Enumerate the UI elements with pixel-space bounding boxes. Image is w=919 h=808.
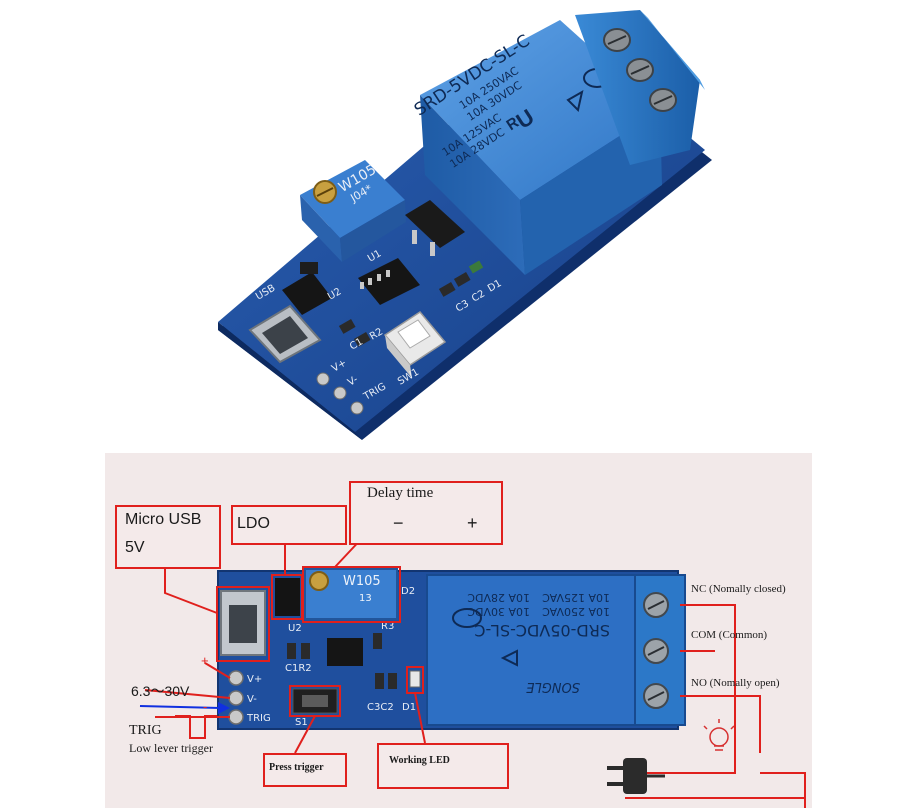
diagram-ic [327, 638, 363, 666]
delay-plus: + [467, 513, 478, 533]
micro-usb-label-box [115, 505, 221, 569]
light-bulb-icon [703, 719, 735, 751]
potentiometer: W105 J04* [300, 160, 406, 262]
diagram-silk-d2: D2 [401, 586, 415, 597]
micro-usb-port [248, 304, 322, 364]
relay-component: SRD-5VDC-SL-C 10A 250VAC 10A 30VDC 10A 1… [411, 20, 662, 275]
trig-label: TRIG [129, 723, 162, 738]
diagram-silk-u2: U2 [288, 623, 302, 634]
diagram-relay-line1: 10A 250VAC [542, 605, 610, 618]
working-led-label: Working LED [389, 755, 450, 766]
push-button-sw1 [383, 311, 447, 378]
diagram-silk-vminus: V- [247, 694, 257, 705]
annotated-diagram: SRD-05VDC-SL-C 10A 250VAC 10A 30VDC 10A … [105, 453, 812, 808]
voltage-range-label: 6.3～30V [131, 683, 190, 699]
diagram-adjust-screw-icon [309, 571, 329, 591]
diagram-silk-c3c2: C3C2 [367, 702, 394, 713]
working-led-box [377, 743, 509, 789]
trig-pins [316, 372, 364, 415]
diagram-silk-d1: D1 [402, 702, 416, 713]
diagram-regulator-u2 [275, 578, 300, 616]
smd-components [338, 260, 484, 347]
diagram-power-pins [228, 670, 244, 725]
jumper-header [405, 200, 465, 256]
diagram-relay-line2: 10A 30VDC [467, 605, 530, 618]
diagram-cqc-logo [452, 608, 482, 628]
relay-module-photo: SRD-5VDC-SL-C 10A 250VAC 10A 30VDC 10A 1… [218, 10, 712, 440]
press-trigger-label: Press trigger [269, 762, 324, 773]
diagram-silk-r3: R3 [381, 621, 394, 632]
nc-label: NC (Nomally closed) [691, 583, 786, 595]
diagram-relay-line4: 10A 28VDC [467, 591, 530, 604]
diagram-relay-brand: SONGLE [525, 679, 580, 694]
pot-highlight [302, 566, 401, 623]
usb-highlight [216, 586, 270, 662]
ic-u1 [358, 258, 420, 305]
diagram-relay: SRD-05VDC-SL-C 10A 250VAC 10A 30VDC 10A … [426, 574, 686, 726]
diagram-relay-line3: 10A 125VAC [542, 591, 610, 604]
diagram-pot-model: W105 [343, 574, 381, 589]
delay-minus: − [393, 513, 404, 533]
diagram-relay-model: SRD-05VDC-SL-C [474, 621, 610, 640]
power-plug-icon [607, 758, 665, 794]
micro-usb-label: Micro USB [125, 511, 202, 528]
screw-terminal-block [575, 10, 705, 165]
press-trigger-box [263, 753, 347, 787]
v-minus-arrow [139, 702, 230, 714]
delay-time-label-box [349, 481, 503, 545]
diagram-silk-s1: S1 [295, 717, 308, 728]
trig-pulse-icon [175, 715, 217, 739]
diagram-silk-vplus: V+ [247, 674, 262, 685]
vminus-sign: - [203, 699, 208, 714]
ldo-label: LDO [237, 515, 270, 532]
diagram-micro-usb-port [220, 590, 266, 656]
no-label: NO (Nomally open) [691, 677, 780, 689]
diagram-smd [287, 633, 421, 689]
regulator-u2 [282, 262, 332, 315]
diagram-potentiometer: W105 13 [304, 568, 398, 620]
diagram-silk-trig: TRIG [246, 713, 271, 724]
micro-usb-voltage: 5V [125, 539, 145, 556]
trig-description: Low lever trigger [129, 741, 213, 755]
com-label: COM (Common) [691, 629, 768, 641]
ldo-label-box [231, 505, 347, 545]
vplus-sign: + [201, 653, 209, 668]
diagram-silk-c1r2: C1R2 [285, 663, 312, 674]
delay-time-label: Delay time [367, 485, 434, 501]
diagram-pot-sub: 13 [359, 593, 372, 604]
